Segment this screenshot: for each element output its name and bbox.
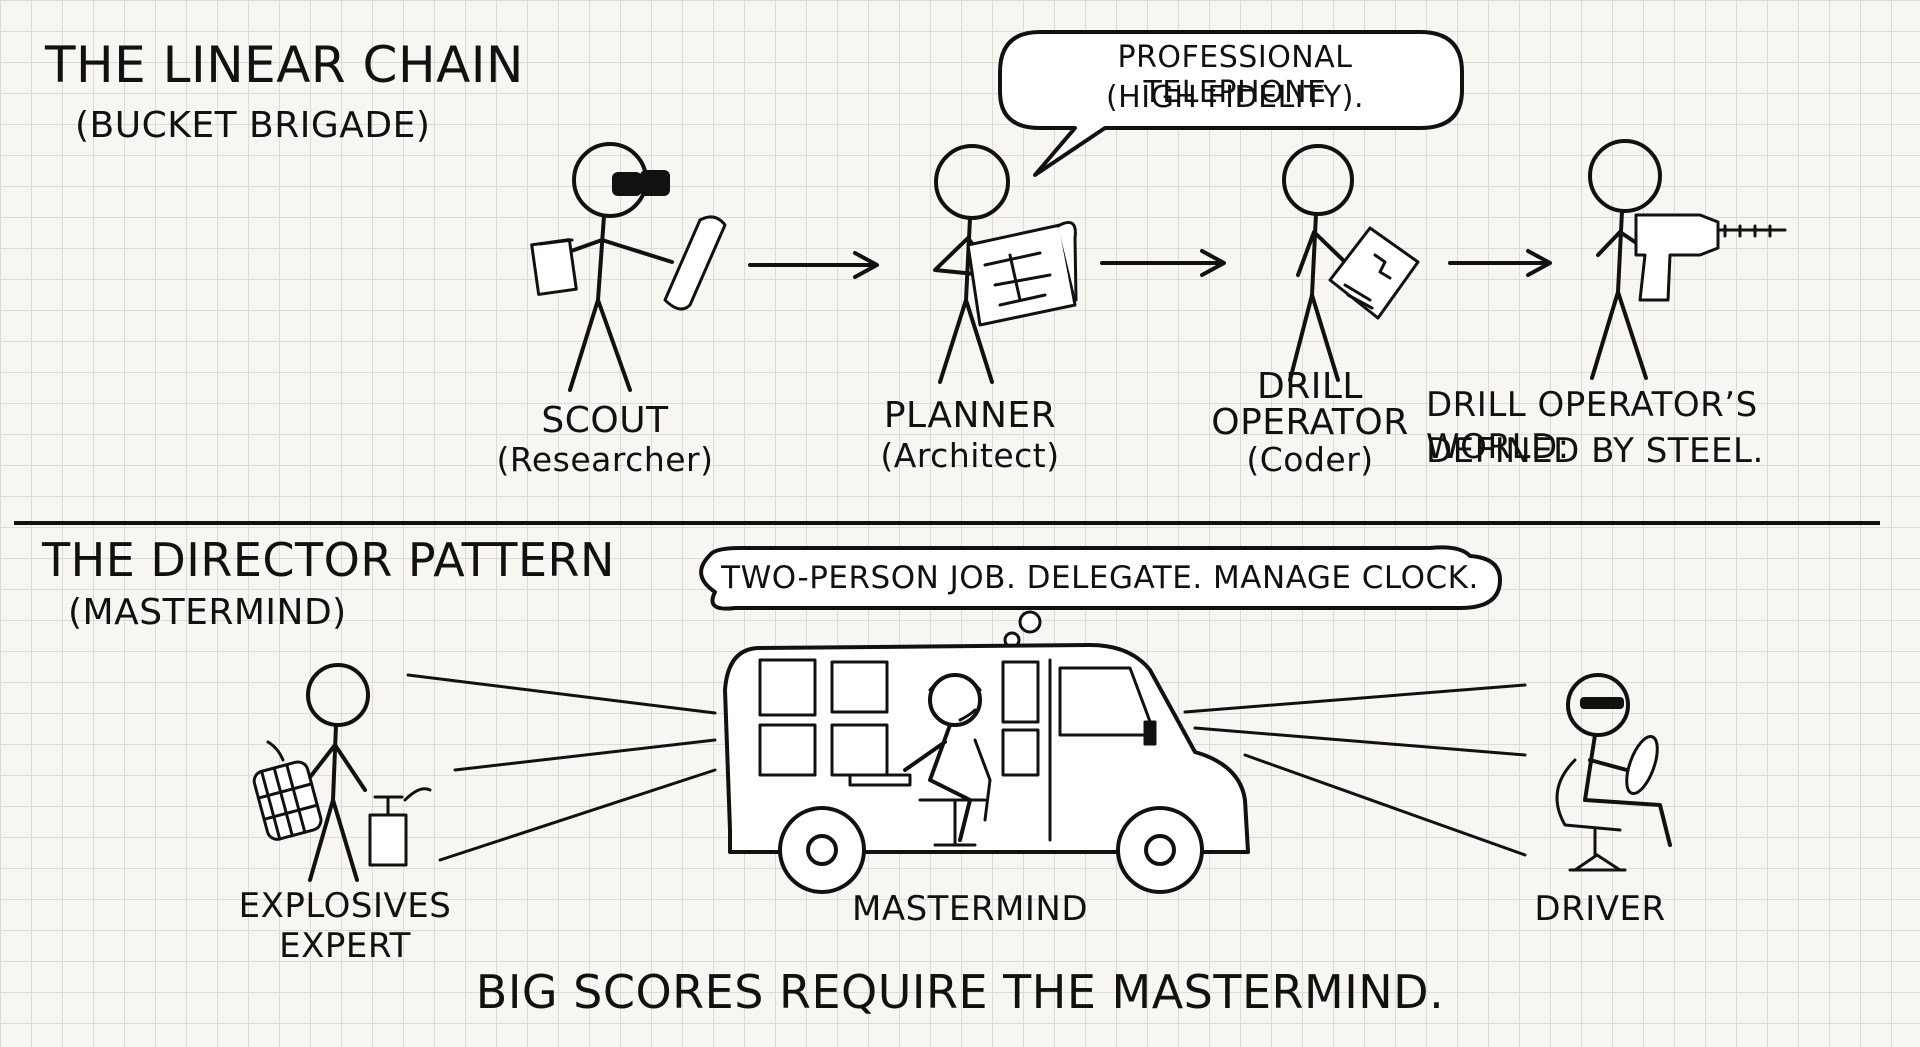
section-subtitle-bucket-brigade: (BUCKET BRIGADE) <box>75 105 430 146</box>
bottom-caption: BIG SCORES REQUIRE THE MASTERMIND. <box>400 965 1520 1019</box>
explosives-expert-label-1: EXPLOSIVES <box>215 885 475 927</box>
scout-role: (Researcher) <box>470 440 740 479</box>
drill-holder-figure <box>1590 141 1785 378</box>
planner-role: (Architect) <box>845 436 1095 475</box>
explosives-expert-label-2: EXPERT <box>215 925 475 967</box>
drill-operator-figure <box>1284 146 1418 380</box>
van <box>725 645 1248 892</box>
thought-bubble-text: TWO-PERSON JOB. DELEGATE. MANAGE CLOCK. <box>705 560 1495 596</box>
planner-figure <box>935 146 1076 382</box>
section-title-director-pattern: THE DIRECTOR PATTERN <box>42 533 615 587</box>
speech-bubble-line-2: (HIGH FIDELITY). <box>1025 80 1445 115</box>
section-subtitle-mastermind: (MASTERMIND) <box>68 592 347 633</box>
driver-figure <box>1557 675 1670 870</box>
planner-label: PLANNER <box>855 395 1085 437</box>
section-title-linear-chain: THE LINEAR CHAIN <box>45 36 524 94</box>
drill-operator-role: (Coder) <box>1210 440 1410 479</box>
scout-label: SCOUT <box>490 400 720 442</box>
drill-operator-label-2: OPERATOR <box>1210 402 1410 444</box>
mastermind-label: MASTERMIND <box>820 888 1120 930</box>
drill-world-line-2: DEFINED BY STEEL. <box>1426 430 1886 472</box>
driver-label: DRIVER <box>1500 888 1700 930</box>
scout-figure <box>532 144 725 390</box>
chain-arrows <box>750 251 1550 277</box>
explosives-expert-figure <box>252 665 430 880</box>
